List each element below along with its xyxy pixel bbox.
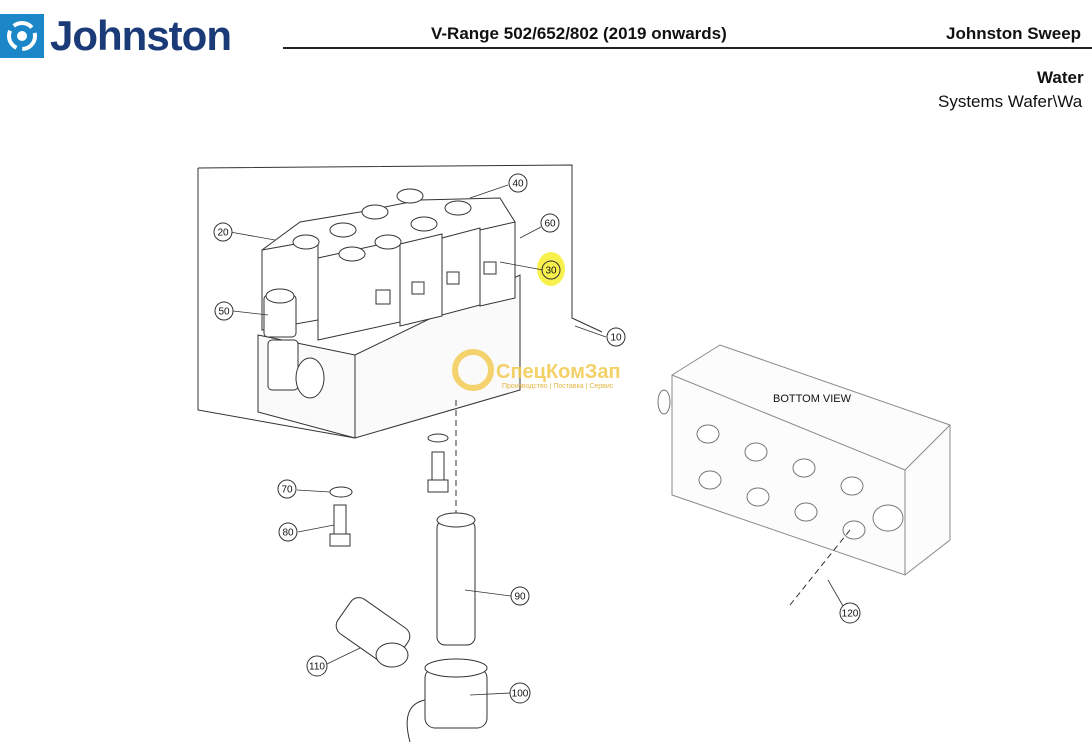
johnston-logo-icon xyxy=(0,14,44,58)
svg-text:100: 100 xyxy=(512,689,529,700)
callout-40: 40 xyxy=(508,173,528,193)
callout-20: 20 xyxy=(213,222,233,242)
svg-text:40: 40 xyxy=(512,179,524,190)
svg-text:10: 10 xyxy=(610,333,622,344)
callout-110: 110 xyxy=(306,655,328,677)
coil-nuts xyxy=(292,188,472,262)
washer-70 xyxy=(329,486,353,498)
svg-text:20: 20 xyxy=(217,228,229,239)
connector-90 xyxy=(436,512,476,646)
watermark: СпецКомЗап Производство | Поставка | Сер… xyxy=(452,349,621,391)
svg-text:60: 60 xyxy=(544,219,556,230)
svg-text:90: 90 xyxy=(514,592,526,603)
right-title: Johnston Sweep xyxy=(946,24,1082,43)
callout-50: 50 xyxy=(214,301,234,321)
section-path: Systems Wafer\Wa xyxy=(938,92,1083,111)
header-rule xyxy=(283,47,1092,49)
callout-70: 70 xyxy=(277,479,297,499)
callout-90: 90 xyxy=(510,586,530,606)
svg-text:70: 70 xyxy=(281,485,293,496)
assembly-frame xyxy=(197,164,603,333)
svg-text:110: 110 xyxy=(309,662,325,673)
watermark-tagline: Производство | Поставка | Сервис xyxy=(502,383,614,390)
brand-name: Johnston xyxy=(50,12,232,59)
callout-highlight xyxy=(537,252,565,286)
callout-80: 80 xyxy=(278,522,298,542)
watermark-gear-icon xyxy=(452,349,494,391)
callouts: 20 40 60 30 50 10 70 80 90 100 110 120 xyxy=(213,173,861,704)
adaptor-110 xyxy=(335,597,411,668)
johnston-logo: Johnston xyxy=(0,6,232,66)
pressure-fitting xyxy=(263,288,325,399)
callout-10: 10 xyxy=(606,327,626,347)
svg-text:80: 80 xyxy=(282,528,294,539)
bolt-80 xyxy=(329,504,351,547)
watermark-name: СпецКомЗап xyxy=(496,361,621,383)
elbow-100 xyxy=(406,658,488,742)
bottom-view-block xyxy=(657,344,951,606)
section-title: Water xyxy=(1037,68,1084,87)
callout-120: 120 xyxy=(839,602,861,624)
svg-text:50: 50 xyxy=(218,307,230,318)
bottom-view-label: BOTTOM VIEW xyxy=(773,393,852,405)
manifold-block xyxy=(257,274,521,439)
callout-100: 100 xyxy=(509,682,531,704)
callout-30: 30 xyxy=(541,260,561,280)
callout-60: 60 xyxy=(540,213,560,233)
svg-text:30: 30 xyxy=(545,266,557,277)
document-title: V-Range 502/652/802 (2019 onwards) xyxy=(431,24,727,43)
bolt-assembly-top xyxy=(427,433,449,493)
svg-text:120: 120 xyxy=(842,609,859,620)
